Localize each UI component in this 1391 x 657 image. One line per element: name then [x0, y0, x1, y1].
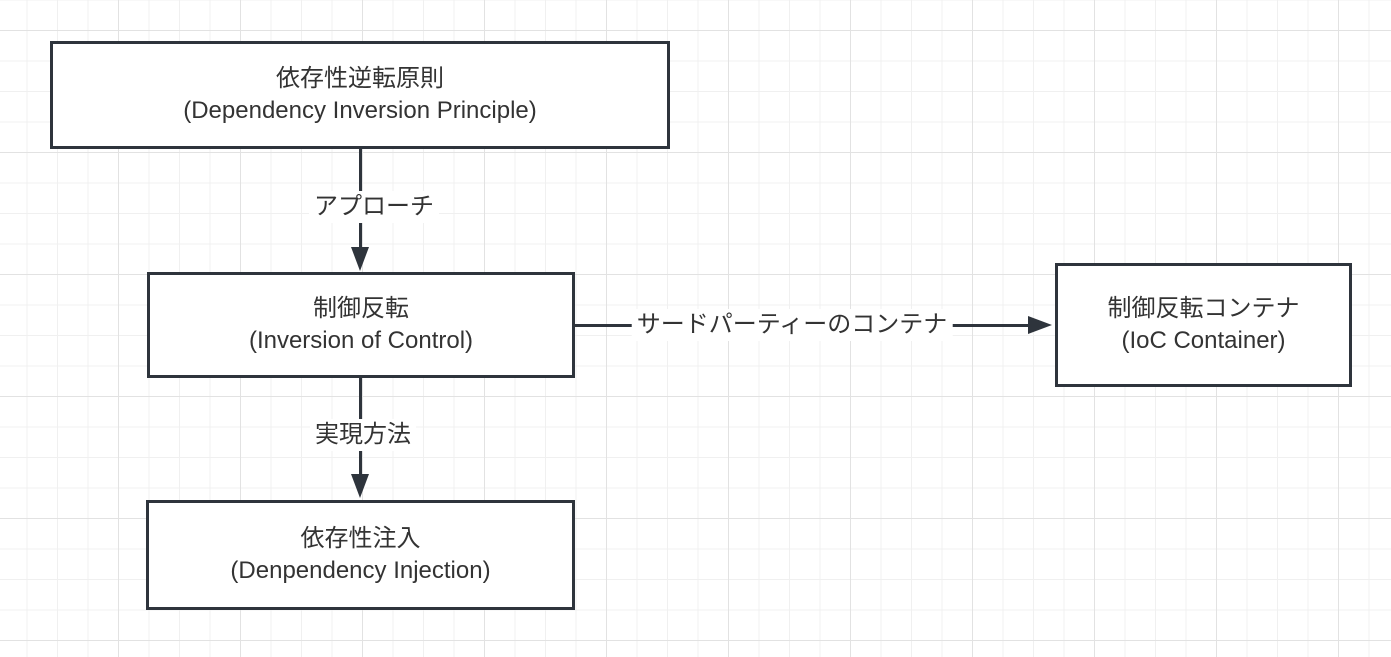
- node-ioc-container[interactable]: 制御反転コンテナ (IoC Container): [1055, 263, 1352, 387]
- edge-thirdparty-container-label[interactable]: サードパーティーのコンテナ: [631, 309, 953, 341]
- node-title-en: (IoC Container): [1121, 327, 1286, 354]
- node-title-en: (Denpendency Injection): [230, 557, 491, 584]
- node-title-en: (Dependency Inversion Principle): [183, 97, 537, 124]
- arrowhead-down-icon: [351, 247, 369, 271]
- node-dependency-inversion-principle[interactable]: 依存性逆転原則 (Dependency Inversion Principle): [50, 41, 670, 149]
- edge-approach-label[interactable]: アプローチ: [309, 191, 439, 223]
- node-title-ja: 依存性注入: [300, 525, 421, 552]
- arrowhead-right-icon: [1028, 316, 1052, 334]
- edge-implementation-label[interactable]: 実現方法: [310, 419, 416, 451]
- node-title-ja: 制御反転: [313, 295, 409, 322]
- node-dependency-injection[interactable]: 依存性注入 (Denpendency Injection): [146, 500, 575, 610]
- node-title-en: (Inversion of Control): [248, 327, 474, 354]
- node-inversion-of-control[interactable]: 制御反転 (Inversion of Control): [147, 272, 575, 378]
- arrowhead-down-icon: [351, 474, 369, 498]
- node-title-ja: 依存性逆転原則: [276, 65, 444, 92]
- node-title-ja: 制御反転コンテナ: [1107, 295, 1300, 322]
